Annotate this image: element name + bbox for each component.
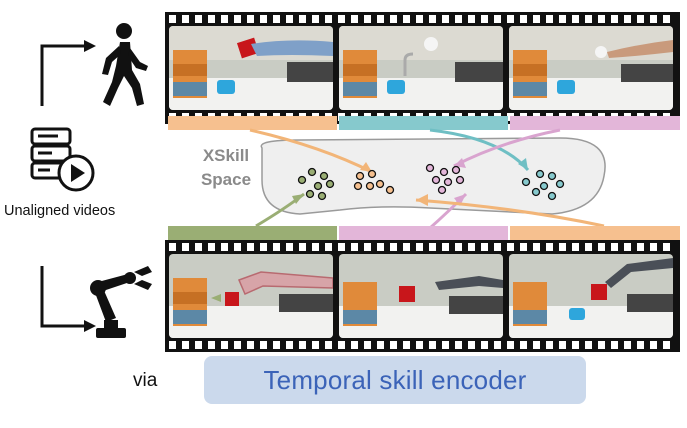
robot-segment-pink (339, 226, 508, 240)
robot-frame-1 (169, 254, 333, 338)
robot-frame-3 (509, 254, 673, 338)
human-frame-2 (339, 26, 503, 110)
film-perforations (169, 15, 676, 23)
cluster-orange (353, 169, 395, 195)
xskill-space-label: XSkill Space (196, 144, 256, 192)
film-perforations (169, 243, 676, 251)
human-frame-3 (509, 26, 673, 110)
temporal-skill-encoder-box: Temporal skill encoder (204, 356, 586, 404)
cluster-pink (425, 163, 465, 195)
human-frame-1 (169, 26, 333, 110)
xskill-label-line1: XSkill (202, 146, 250, 165)
robot-segment-green (168, 226, 337, 240)
xskill-label-line2: Space (200, 170, 252, 189)
video-database-icon (30, 127, 95, 192)
human-video-film-strip (165, 12, 680, 124)
encoder-label: Temporal skill encoder (263, 364, 527, 395)
human-segment-pink (510, 116, 680, 130)
cluster-green (297, 167, 335, 201)
robot-frame-2 (339, 254, 503, 338)
film-perforations (169, 341, 676, 349)
robot-video-film-strip (165, 240, 680, 352)
unaligned-videos-caption: Unaligned videos (4, 203, 116, 219)
human-segment-orange (168, 116, 337, 130)
human-path-arrow (40, 40, 96, 106)
robot-path-arrow (40, 266, 96, 332)
arrow-pink-top (453, 128, 561, 168)
arrow-orange-top (249, 128, 373, 174)
human-segment-teal (339, 116, 508, 130)
via-label: via (133, 370, 158, 391)
robot-segment-orange (510, 226, 680, 240)
robot-arm-icon (90, 266, 152, 338)
skill-space-blob (260, 137, 606, 215)
cluster-teal (521, 169, 565, 201)
arrow-orange-bottom (415, 198, 605, 228)
walking-person-icon (102, 23, 148, 106)
